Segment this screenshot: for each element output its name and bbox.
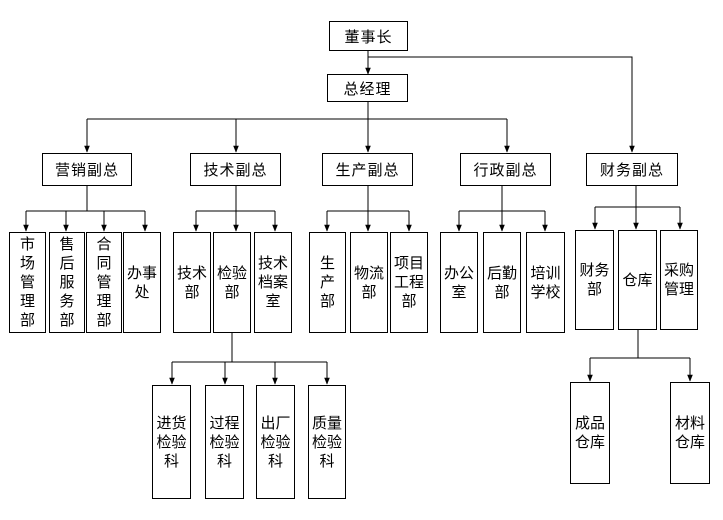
- dept-label: 售后服务部: [59, 235, 75, 329]
- unit-finished-goods-warehouse: 成品仓库: [570, 382, 610, 484]
- dept-label: 后勤部: [487, 263, 518, 301]
- dept-logistics-support: 后勤部: [483, 232, 521, 333]
- dept-training-school: 培训学校: [526, 232, 565, 333]
- section-quality-inspection: 质量检验科: [308, 385, 346, 499]
- section-label: 过程检验科: [209, 413, 240, 470]
- dept-label: 仓库: [622, 270, 653, 289]
- dept-tech-archive: 技术档案室: [254, 232, 292, 333]
- dept-label: 项目工程部: [394, 254, 425, 310]
- section-label: 质量检验科: [312, 413, 343, 470]
- unit-materials-warehouse: 材料仓库: [670, 382, 710, 484]
- section-incoming-inspection: 进货检验科: [152, 385, 191, 499]
- dept-label: 检验部: [217, 263, 248, 301]
- dept-label: 合同管理部: [96, 235, 112, 329]
- dept-label: 采购管理: [664, 261, 695, 298]
- dept-production: 生产部: [309, 232, 346, 333]
- dept-label: 培训学校: [530, 263, 561, 301]
- vp-admin-box: 行政副总: [460, 153, 551, 186]
- dept-office-branch: 办事处: [123, 232, 161, 333]
- chairman-box: 董事长: [329, 21, 408, 51]
- vp-finance-box: 财务副总: [586, 153, 678, 186]
- vp-admin-label: 行政副总: [473, 161, 538, 179]
- dept-label: 生产部: [319, 254, 335, 310]
- unit-label: 成品仓库: [574, 414, 605, 451]
- dept-label: 技术档案室: [258, 254, 289, 310]
- dept-label: 办公室: [444, 263, 475, 301]
- dept-after-sales: 售后服务部: [49, 232, 85, 333]
- dept-label: 财务部: [579, 261, 610, 298]
- section-process-inspection: 过程检验科: [205, 385, 244, 499]
- dept-finance: 财务部: [575, 230, 614, 330]
- dept-office: 办公室: [440, 232, 478, 333]
- dept-label: 物流部: [354, 263, 385, 301]
- unit-label: 材料仓库: [674, 414, 705, 451]
- dept-project-engineering: 项目工程部: [390, 232, 428, 333]
- dept-label: 技术部: [177, 263, 208, 301]
- vp-finance-label: 财务副总: [599, 161, 664, 179]
- general-manager-box: 总经理: [327, 74, 408, 102]
- dept-warehouse: 仓库: [618, 230, 657, 330]
- section-label: 出厂检验科: [260, 413, 291, 470]
- dept-logistics: 物流部: [350, 232, 388, 333]
- vp-marketing-label: 营销副总: [54, 161, 119, 179]
- section-label: 进货检验科: [156, 413, 187, 470]
- vp-production-box: 生产副总: [322, 153, 413, 186]
- dept-contract-management: 合同管理部: [86, 232, 122, 333]
- vp-marketing-box: 营销副总: [42, 153, 132, 186]
- dept-inspection: 检验部: [213, 232, 251, 333]
- vp-tech-label: 技术副总: [203, 161, 268, 179]
- dept-label: 办事处: [127, 263, 158, 301]
- vp-tech-box: 技术副总: [190, 153, 281, 186]
- vp-production-label: 生产副总: [335, 161, 400, 179]
- general-manager-label: 总经理: [343, 79, 392, 98]
- chairman-label: 董事长: [344, 27, 393, 46]
- section-outgoing-inspection: 出厂检验科: [256, 385, 295, 499]
- dept-purchasing: 采购管理: [660, 230, 698, 330]
- dept-market-management: 市场管理部: [9, 232, 46, 333]
- dept-technology: 技术部: [173, 232, 211, 333]
- dept-label: 市场管理部: [19, 235, 35, 329]
